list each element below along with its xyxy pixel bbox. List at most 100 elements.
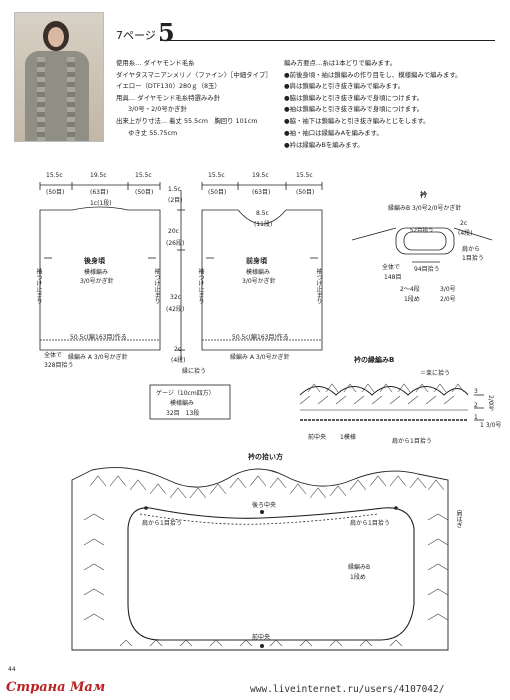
back-sleeve-attach-left: 袖つけ止まり (35, 268, 42, 304)
pickup-front-center: 前中央 (252, 634, 271, 641)
side-dim-4-sub: (4段) (171, 357, 186, 364)
gauge-pattern: 模様編み (170, 400, 195, 407)
collar-rows-2: 1段め (404, 296, 420, 303)
collar-hook-2: 2/0号 (440, 296, 456, 303)
front-title: 前身頃 (246, 257, 267, 265)
edging-b-hooks: 2/0号 (487, 395, 494, 411)
collar-total: 全体で (382, 264, 401, 271)
edging-b-one-pattern: 1模様 (340, 434, 356, 441)
back-sleeve-attach-right: 袖つけ止まり (153, 268, 160, 304)
pickup-edge-b: 縁編みB (348, 564, 371, 571)
site-logo: Страна Мам (6, 680, 106, 695)
pickup-title: 衿の拾い方 (248, 453, 283, 461)
front-sleeve-attach-right: 袖つけ止まり (315, 268, 322, 304)
collar-edging: 縁編みB 3/0号2/0号かぎ針 (388, 205, 462, 212)
page-reference: 7ページ (116, 29, 156, 42)
front-dim-center-sub: (63目) (252, 189, 271, 196)
side-dim-2-sub: (26段) (166, 240, 185, 247)
back-hook: 3/0号かぎ針 (80, 278, 114, 285)
front-pattern: 模様編み (246, 269, 271, 276)
page-number: 44 (8, 666, 16, 673)
back-pattern: 模様編み (84, 269, 109, 276)
edging-b-legend: ＝束に拾う (420, 370, 451, 377)
pickup-row1: 1段め (350, 574, 366, 581)
collar-rows-1: 2〜4段 (400, 286, 420, 293)
edging-b-hook1: 1 3/0号 (480, 422, 502, 429)
front-hem-label: 縁に拾う (182, 368, 207, 375)
pickup-shoulder-right: 肩から1目拾う (350, 520, 390, 527)
front-dim-left: 15.5c (208, 172, 225, 179)
side-dim-1-sub: (2目) (168, 197, 183, 204)
step-line: ●肩は鎖編みと引き抜き編みで編みます。 (284, 82, 404, 90)
model-photo (14, 12, 104, 142)
sweater-shape (25, 51, 89, 141)
back-total-count: 328目拾う (44, 362, 74, 369)
gauge-values: 32目 13段 (166, 410, 200, 417)
edging-b-center: 前中央 (308, 434, 327, 441)
back-dim-center: 19.5c (90, 172, 107, 179)
front-dim-right-sub: (50目) (296, 189, 315, 196)
collar-neck-from: 肩から (462, 246, 481, 253)
front-hook: 3/0号かぎ針 (242, 278, 276, 285)
collar-inner-rows: 52目拾う (410, 228, 434, 234)
back-neck-label: 1c(1段) (90, 200, 112, 207)
spec-line: 用具… ダイヤモンド毛糸特選みみ針 (116, 93, 221, 102)
spec-line: ゆき丈 55.75cm (128, 129, 178, 137)
step-line: ●衿は縁編みBを編みます。 (284, 141, 364, 149)
source-url[interactable]: www.liveinternet.ru/users/4107042/ (250, 684, 445, 695)
side-dim-4: 2c (174, 346, 182, 353)
back-center-marker (260, 510, 264, 514)
spec-line: 3/0号・2/0号かぎ針 (128, 105, 187, 113)
front-edging: 縁編み A 3/0号かぎ針 (230, 354, 290, 361)
collar-inner-dim: 2c (460, 220, 468, 227)
spec-line: 使用糸… ダイヤモンド毛糸 (116, 59, 195, 67)
collar-neck-rows: 1目拾う (462, 255, 484, 262)
collar-title: 衿 (420, 191, 427, 199)
spec-line: イエロー（DTF130）280ｇ（8玉） (116, 82, 221, 90)
edging-b-row-1: 1 (474, 414, 478, 421)
side-dim-3-sub: (42段) (166, 306, 185, 313)
edging-b-side: 肩から1目拾う (392, 438, 432, 445)
back-dim-left-sub: (50目) (46, 189, 65, 196)
cable-pattern (67, 57, 75, 141)
back-dim-right: 15.5c (135, 172, 152, 179)
spec-line: 出来上がり寸法… 着丈 55.5cm 胸回り 101cm (116, 117, 258, 125)
back-bottom: 50.5c(編163目)作る (70, 334, 127, 341)
front-neck-rows: (11段) (254, 221, 273, 228)
side-dim-2: 20c (168, 228, 179, 235)
front-neck-depth: 8.5c (256, 210, 269, 217)
back-edging: 縁編み A 3/0号かぎ針 (68, 354, 128, 361)
step-line: ●袖・袖口は縁編みAを編みます。 (284, 129, 383, 137)
back-total: 全体で (44, 352, 63, 359)
pattern-number: 5 (158, 18, 175, 47)
step-line: ●脇・袖下は鎖編みと引き抜き編みとじをします。 (284, 117, 430, 125)
front-dim-center: 19.5c (252, 172, 269, 179)
back-body-outline (39, 206, 161, 351)
front-dim-right: 15.5c (296, 172, 313, 179)
edging-b-title: 衿の縁編みB (354, 356, 395, 364)
collar-inner-dim-sub: (4段) (458, 230, 473, 237)
header-rule (160, 40, 495, 41)
pickup-back-center: 後ろ中央 (252, 502, 277, 509)
back-dim-left: 15.5c (46, 172, 63, 179)
collar-hook-1: 3/0号 (440, 286, 456, 293)
pickup-shoulder-line: 肩はぎ (455, 510, 462, 528)
spec-line: ダイヤタスマニアンメリノ〈ファイン〉［中細タイプ］ (116, 70, 272, 79)
side-dim-3: 32c (170, 294, 181, 301)
step-line: ●脇は鎖編みと引き抜き編みで身頃につけます。 (284, 93, 424, 102)
collar-total-count: 148目 (384, 274, 402, 281)
cable-pattern (37, 57, 45, 141)
gauge-title: ゲージ（10cm四方） (156, 390, 215, 397)
pickup-shoulder-left: 肩から1目拾う (142, 520, 182, 527)
step-line: ●袖は鎖編みと引き抜き編みで身頃につけます。 (284, 105, 424, 113)
back-dim-center-sub: (63目) (90, 189, 109, 196)
front-body-outline (201, 209, 323, 351)
step-line: 編み方要点…糸は1本どりで編みます。 (284, 59, 397, 67)
front-sleeve-attach-left: 袖つけ止まり (197, 268, 204, 304)
side-dim-1: 1.5c (168, 186, 181, 193)
back-title: 後身頃 (84, 257, 105, 265)
back-dim-right-sub: (50目) (135, 189, 154, 196)
front-bottom: 50.5c(編163目)作る (232, 334, 289, 341)
front-dim-left-sub: (50目) (208, 189, 227, 196)
